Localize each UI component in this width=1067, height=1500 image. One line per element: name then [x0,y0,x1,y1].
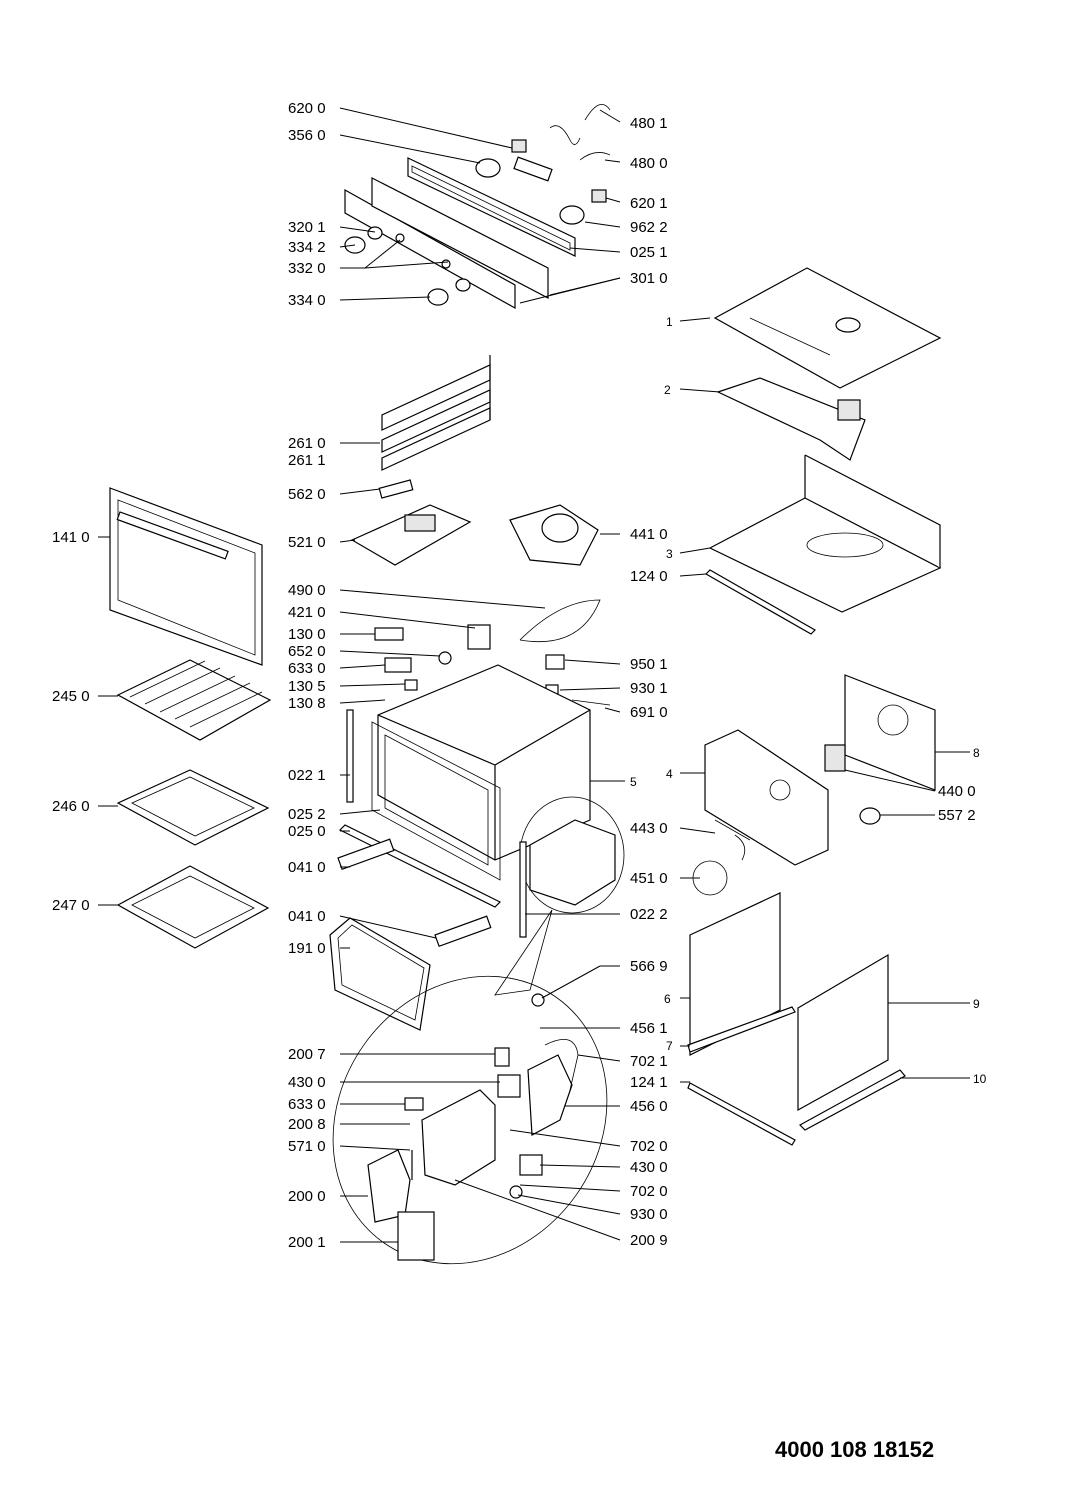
steam-detail-callout [332,909,608,1265]
part-label: 8 [973,746,980,760]
part-label: 451 0 [630,870,668,887]
side-panels [687,892,906,1146]
part-label: 456 1 [630,1020,668,1037]
steam-generator-box [519,796,625,938]
part-label: 490 0 [288,582,326,599]
part-label: 4 [666,767,673,781]
part-label: 571 0 [288,1138,326,1155]
part-label: 191 0 [288,940,326,957]
part-label: 7 [666,1039,673,1053]
part-label: 141 0 [52,529,90,546]
part-labels: 620 0 356 0 480 1 480 0 620 1 320 1 962 … [52,100,987,1251]
part-label: 200 1 [288,1234,326,1251]
part-label: 025 1 [630,244,668,261]
part-label: 1 [666,315,673,329]
part-label: 332 0 [288,260,326,277]
part-label: 200 8 [288,1116,326,1133]
part-label: 025 2 [288,806,326,823]
document-number: 4000 108 18152 [775,1437,935,1462]
lamp-and-board [350,479,472,566]
part-label: 930 1 [630,680,668,697]
part-label: 566 9 [630,958,668,975]
part-label: 10 [973,1072,987,1086]
part-label: 2 [664,383,671,397]
part-label: 124 0 [630,568,668,585]
part-label: 247 0 [52,897,90,914]
part-label: 130 8 [288,695,326,712]
cavity-back [692,729,829,896]
part-label: 334 0 [288,292,326,309]
small-parts [374,599,611,706]
part-label: 261 0 [288,435,326,452]
part-label: 041 0 [288,908,326,925]
part-label: 633 0 [288,660,326,677]
part-label: 200 0 [288,1188,326,1205]
part-label: 301 0 [630,270,668,287]
part-label: 562 0 [288,486,326,503]
part-label: 557 2 [938,807,976,824]
part-label: 246 0 [52,798,90,815]
part-label: 441 0 [630,526,668,543]
fan-motor [509,504,599,566]
part-label: 456 0 [630,1098,668,1115]
part-label: 702 1 [630,1053,668,1070]
part-label: 633 0 [288,1096,326,1113]
deep-tray [116,865,270,949]
part-label: 480 1 [630,115,668,132]
top-cover-assembly [705,267,942,635]
baking-tray [116,769,270,846]
part-label: 5 [630,775,637,789]
control-panel-assembly [344,103,611,310]
part-label: 430 0 [630,1159,668,1176]
part-label: 124 1 [630,1074,668,1091]
part-label: 200 9 [630,1232,668,1249]
part-label: 702 0 [630,1183,668,1200]
part-label: 245 0 [52,688,90,705]
part-label: 691 0 [630,704,668,721]
part-label: 443 0 [630,820,668,837]
part-label: 962 2 [630,219,668,236]
wire-shelf [116,659,272,741]
part-label: 930 0 [630,1206,668,1223]
part-label: 702 0 [630,1138,668,1155]
part-label: 200 7 [288,1046,326,1063]
part-label: 320 1 [288,219,326,236]
side-runners [381,355,491,471]
part-label: 130 5 [288,678,326,695]
leader-lines [98,107,970,1243]
part-label: 421 0 [288,604,326,621]
part-label: 025 0 [288,823,326,840]
part-label: 261 1 [288,452,326,469]
part-label: 480 0 [630,155,668,172]
part-label: 130 0 [288,626,326,643]
part-label: 620 0 [288,100,326,117]
part-label: 334 2 [288,239,326,256]
oven-door [109,487,263,666]
rear-fan-assembly [824,674,936,825]
part-label: 9 [973,997,980,1011]
hinges-and-seal [329,838,492,1031]
part-label: 356 0 [288,127,326,144]
part-label: 022 2 [630,906,668,923]
part-label: 440 0 [938,783,976,800]
part-label: 521 0 [288,534,326,551]
part-label: 430 0 [288,1074,326,1091]
part-label: 950 1 [630,656,668,673]
part-label: 6 [664,992,671,1006]
part-label: 652 0 [288,643,326,660]
part-label: 620 1 [630,195,668,212]
part-label: 022 1 [288,767,326,784]
part-label: 3 [666,547,673,561]
part-label: 041 0 [288,859,326,876]
